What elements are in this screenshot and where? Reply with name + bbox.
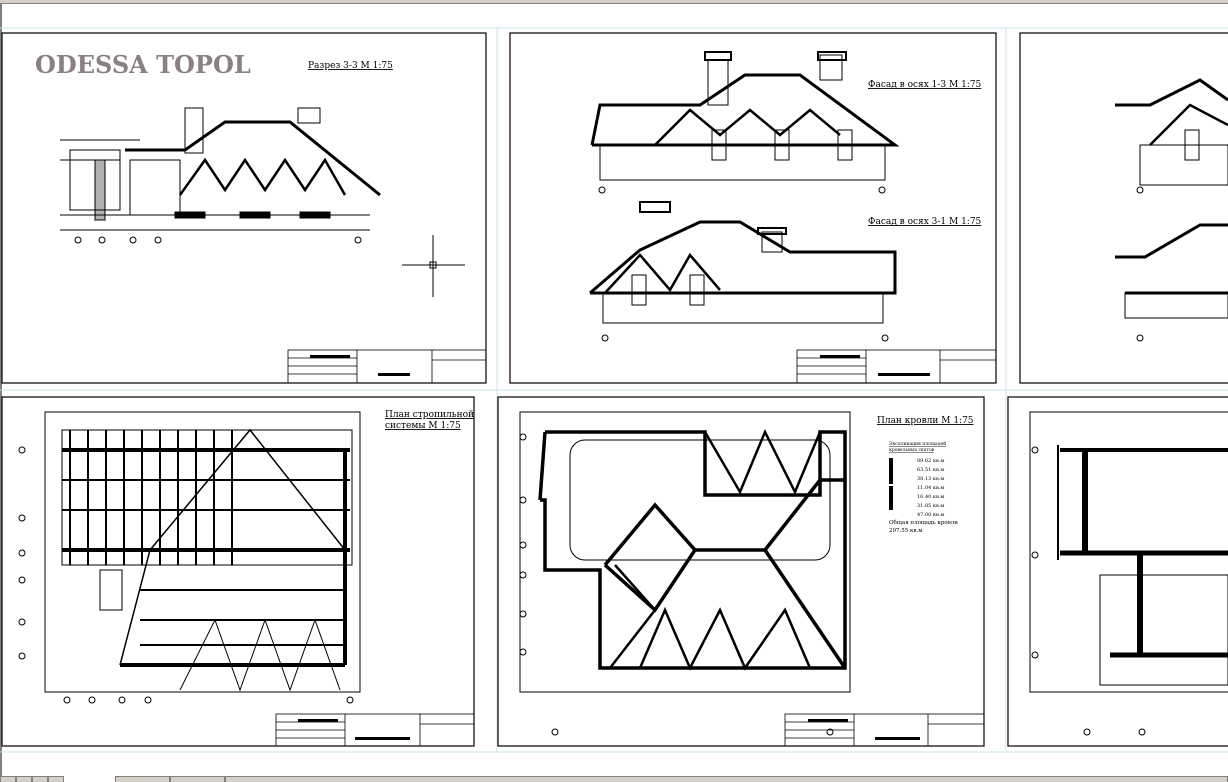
tab-model[interactable]	[115, 776, 170, 782]
title-blocks	[275, 349, 997, 747]
facade-partial-drawing	[1115, 78, 1228, 342]
tab-nav-prev[interactable]	[16, 776, 32, 782]
roof-area: 63.51 кв.м	[917, 467, 944, 473]
facade-3-1-drawing	[589, 201, 897, 342]
sheet-roof-plan[interactable]	[497, 396, 985, 747]
sheet-floor-plan[interactable]	[1007, 396, 1228, 747]
tab-layout-1[interactable]	[170, 776, 225, 782]
section-title: Разрез 3-3 М 1:75	[308, 61, 393, 71]
roof-total-value: 297.55 кв.м	[889, 528, 923, 534]
logo-text: ODESSA TOPOL	[35, 50, 251, 79]
facade-3-1-title: Фасад в осях 3-1 М 1:75	[868, 217, 982, 227]
roof-area: 16.40 кв.м	[917, 494, 944, 500]
window-top-bar	[0, 0, 1228, 4]
layout-tabs-bar	[0, 776, 1228, 782]
roof-plan-title: План кровли М 1:75	[877, 416, 974, 426]
roof-plan-drawing	[519, 411, 851, 736]
layout-grid	[0, 27, 1228, 753]
sheet-rafter-plan[interactable]	[1, 396, 475, 747]
roof-area: 11.04 кв.м	[917, 485, 944, 491]
floor-plan-drawing	[1029, 411, 1228, 736]
section-drawing	[60, 107, 465, 297]
tab-nav-last[interactable]	[48, 776, 64, 782]
roof-total-label: Общая площадь кровли	[889, 519, 958, 526]
rafter-plan-title-2: системы М 1:75	[385, 421, 461, 431]
roof-area: 38.13 кв.м	[917, 476, 944, 482]
tab-nav-first[interactable]	[0, 776, 16, 782]
roof-area-list: 89.62 кв.м 63.51 кв.м 38.13 кв.м 11.04 к…	[917, 458, 944, 518]
facade-1-3-drawing	[590, 51, 900, 194]
roof-area: 89.62 кв.м	[917, 458, 944, 464]
tab-layout-2[interactable]	[225, 776, 1228, 782]
roof-legend-heading-2: кровельных скатов	[889, 448, 935, 453]
rafter-plan-drawing	[18, 411, 361, 704]
sheet-facades[interactable]	[509, 32, 997, 384]
sheet-section[interactable]	[1, 32, 487, 384]
window-left-border	[0, 3, 2, 782]
sheet-facades-2[interactable]	[1019, 32, 1228, 384]
tab-nav-next[interactable]	[32, 776, 48, 782]
facade-1-3-title: Фасад в осях 1-3 М 1:75	[868, 80, 982, 90]
roof-legend-heading-1: Экспликация площадей	[889, 441, 946, 447]
roof-area: 31.85 кв.м	[917, 503, 944, 509]
roof-area: 47.00 кв.м	[917, 512, 944, 518]
rafter-plan-title-1: План стропильной	[385, 410, 474, 420]
